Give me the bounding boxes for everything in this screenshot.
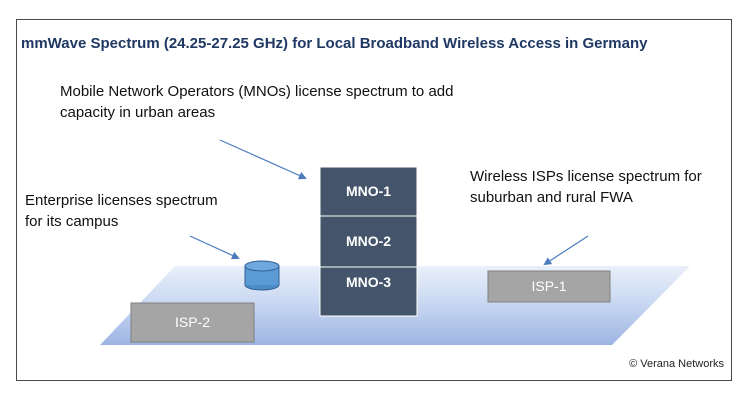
wisp-annotation-line1: Wireless ISPs license spectrum for — [470, 168, 702, 185]
diagram-title: mmWave Spectrum (24.25-27.25 GHz) for Lo… — [21, 35, 648, 52]
isp-1-block — [487, 270, 611, 303]
mno-annotation: Mobile Network Operators (MNOs) license … — [60, 81, 453, 123]
mno-stack: MNO-1 MNO-2 MNO-3 — [319, 166, 418, 317]
enterprise-annotation: Enterprise licenses spectrum for its cam… — [25, 190, 218, 232]
enterprise-annotation-line2: for its campus — [25, 213, 119, 230]
mno-2-block — [319, 215, 418, 268]
wisp-annotation: Wireless ISPs license spectrum for subur… — [470, 166, 702, 208]
isp-2-label: ISP-2 — [175, 314, 210, 330]
enterprise-arrow — [189, 235, 240, 260]
mno-3-label: MNO-3 — [346, 274, 391, 290]
wisp-annotation-line2: suburban and rural FWA — [470, 189, 633, 206]
enterprise-annotation-line1: Enterprise licenses spectrum — [25, 192, 218, 209]
mno-annotation-line1: Mobile Network Operators (MNOs) license … — [60, 83, 454, 100]
mno-2-label: MNO-2 — [346, 233, 391, 249]
mno-3-block — [319, 266, 418, 317]
mno-annotation-line2: capacity in urban areas — [60, 104, 216, 121]
enterprise-campus-cylinder — [244, 260, 280, 291]
wisp-arrow — [543, 235, 589, 266]
mno-arrow — [219, 139, 307, 180]
copyright-notice: © Verana Networks — [629, 358, 724, 370]
isp-1-label: ISP-1 — [531, 278, 566, 294]
mno-1-label: MNO-1 — [346, 183, 391, 199]
isp-2-block — [130, 302, 255, 343]
